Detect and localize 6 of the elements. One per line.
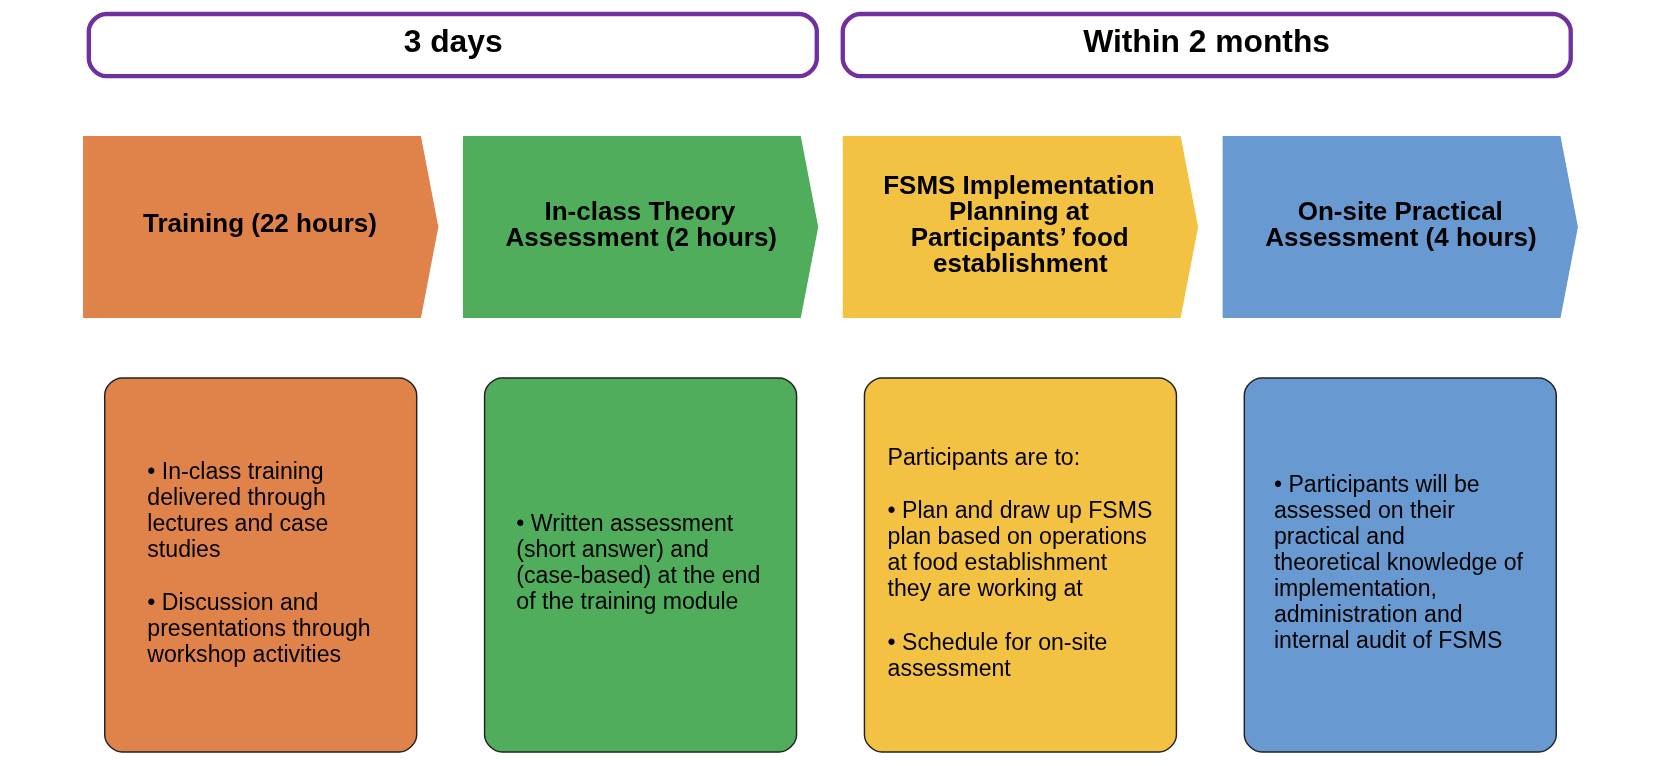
node-box: Within 2 months: [840, 11, 1573, 79]
node-box: Participants are to: • Plan and draw up FSMS plan based on operations at food establishment they are working at • Schedule for on-site assessment: [863, 377, 1177, 753]
node-box: • In-class training delivered through lectures and case studies • Discussion and presentations through workshop activities: [103, 377, 417, 753]
node-box: • Written assessment (short answer) and (case-based) at the end of the training module: [483, 377, 797, 753]
node-box: 3 days: [86, 11, 819, 79]
node-box: • Participants will be assessed on their practical and theoretical knowledge of implementation, administration and internal audit of FSMS: [1243, 377, 1557, 753]
